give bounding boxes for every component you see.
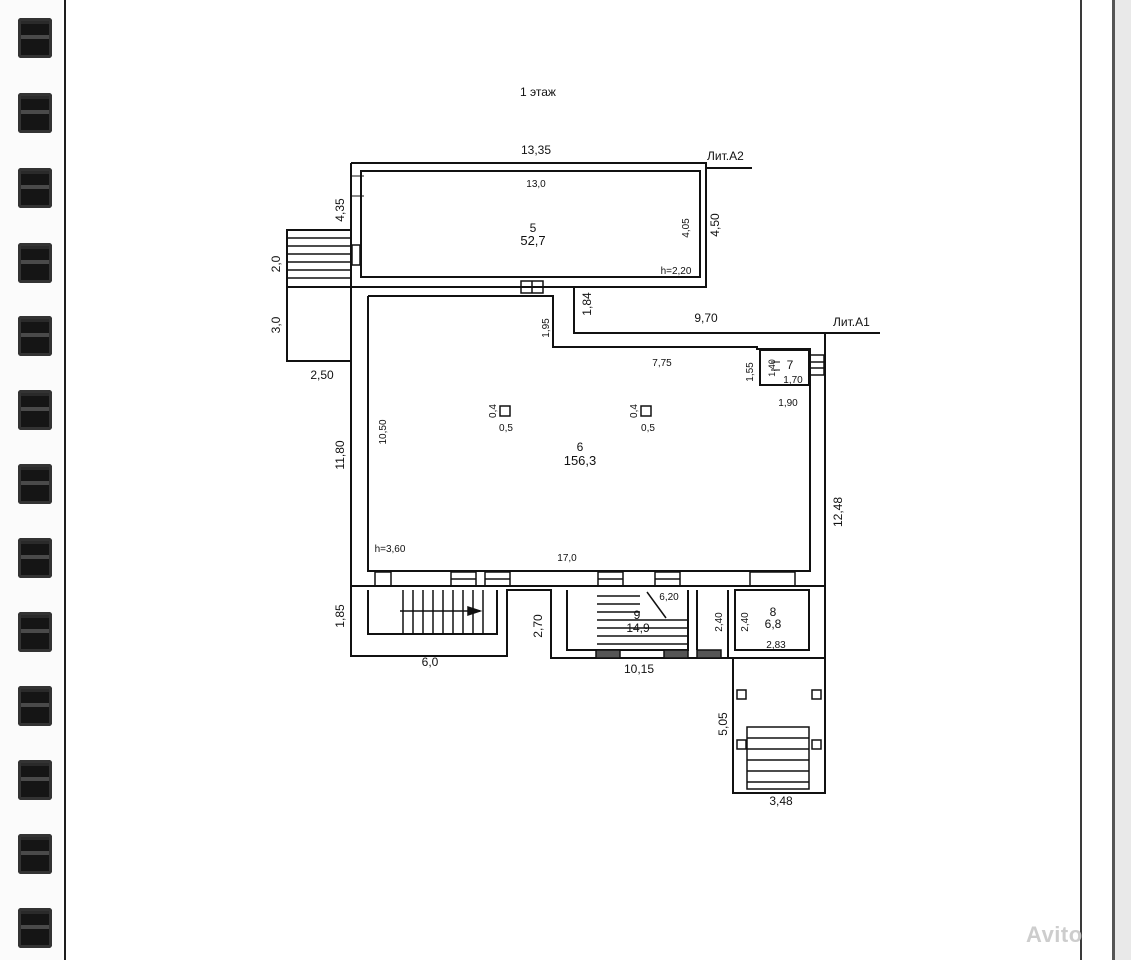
dim-stair-left-height: 1,85 [333, 604, 347, 628]
dim-porch-right-width: 3,48 [769, 794, 793, 808]
dim-room9-side: 2,40 [714, 612, 725, 632]
dim-room6-width: 17,0 [557, 553, 577, 564]
dim-room8-side: 2,40 [740, 612, 751, 632]
dim-room7-height-outer: 1,55 [745, 362, 756, 382]
dim-room7-below: 1,90 [778, 398, 798, 409]
dim-room5-inner-width: 13,0 [526, 179, 546, 190]
walls [286, 162, 880, 794]
dim-a1-width: 9,70 [694, 311, 718, 325]
porch-left-wall [286, 229, 351, 362]
binding-ring [18, 93, 52, 133]
binding-ring [18, 908, 52, 948]
binding-ring [18, 612, 52, 652]
page-edge [1080, 0, 1082, 960]
room6-height: h=3,60 [375, 544, 406, 555]
binding-ring [18, 168, 52, 208]
floor-title: 1 этаж [520, 85, 556, 99]
lit-a2-label: Лит.А2 [707, 149, 744, 163]
room7-number: 7 [787, 358, 794, 372]
room6-area: 156,3 [564, 453, 597, 468]
dimension-ticks [352, 175, 780, 371]
binding-ring [18, 760, 52, 800]
binding-ring [18, 316, 52, 356]
binding-ring [18, 538, 52, 578]
stair-mid-steps [597, 591, 688, 645]
dim-room7-height: 1,40 [767, 359, 777, 377]
dim-room9-diag: 6,20 [659, 592, 679, 603]
dim-right-outer-height: 12,48 [831, 497, 845, 527]
dim-left-inner-height: 10,50 [378, 419, 389, 444]
dim-stair-mid-height: 2,70 [531, 614, 545, 638]
dim-room8-width: 2,83 [766, 640, 786, 651]
room9-area: 14,9 [626, 621, 650, 635]
room6-inner-wall [367, 295, 811, 572]
binding-ring [18, 18, 52, 58]
dim-porch-left-height-lower: 3,0 [269, 316, 283, 333]
dim-column1-h: 0,5 [499, 423, 513, 434]
dim-column1-w: 0,4 [488, 404, 499, 418]
dim-room5-inner-height: 4,05 [681, 218, 692, 238]
dim-top-outer: 13,35 [521, 143, 551, 157]
room5-number: 5 [530, 221, 537, 235]
room5-area: 52,7 [520, 233, 545, 248]
binding-ring [18, 243, 52, 283]
room8-wall [734, 589, 810, 651]
stairs [287, 175, 825, 790]
binding-ring [18, 390, 52, 430]
binding-ring [18, 834, 52, 874]
dim-column2-h: 0,5 [641, 423, 655, 434]
stair-left-steps [400, 590, 484, 634]
room5-inner-wall [360, 170, 701, 278]
main-outer-wall [350, 287, 826, 659]
dim-stair-left-width: 6,0 [422, 655, 439, 669]
room8-area: 6,8 [765, 617, 782, 631]
dim-porch-left-width: 2,50 [310, 368, 334, 382]
room9-number: 9 [634, 608, 641, 622]
column-2 [640, 405, 652, 417]
column-1 [499, 405, 511, 417]
room5-height: h=2,20 [661, 266, 692, 277]
room7-wall [759, 349, 810, 386]
room6-number: 6 [577, 440, 584, 454]
dim-room7-width: 1,70 [783, 375, 803, 386]
binding-ring [18, 686, 52, 726]
dim-porch-right-height: 5,05 [716, 712, 730, 736]
dim-left-outer-height: 11,80 [333, 440, 347, 469]
page-edge-back [1112, 0, 1115, 960]
binding-ring [18, 464, 52, 504]
windows [351, 244, 825, 659]
page-edge-shadow [1115, 0, 1131, 960]
porch-right-steps [736, 689, 822, 790]
dim-column2-w: 0,4 [629, 404, 640, 418]
dim-corridor-inner: 1,95 [541, 318, 552, 338]
porch-left-steps [287, 237, 351, 279]
dim-inner-top-right: 7,75 [652, 358, 672, 369]
dim-room5-left-height: 4,35 [333, 198, 347, 222]
room8-number: 8 [770, 605, 777, 619]
dim-bottom-mid-width: 10,15 [624, 662, 654, 676]
lit-a1-label: Лит.А1 [833, 315, 870, 329]
page-margin-line [64, 0, 66, 960]
dim-room5-outer-height: 4,50 [708, 213, 722, 237]
watermark-logo: Avito [1026, 922, 1083, 947]
dim-corridor-height: 1,84 [580, 292, 594, 316]
dim-porch-left-height: 2,0 [269, 255, 283, 272]
porch-right-wall [732, 657, 826, 794]
